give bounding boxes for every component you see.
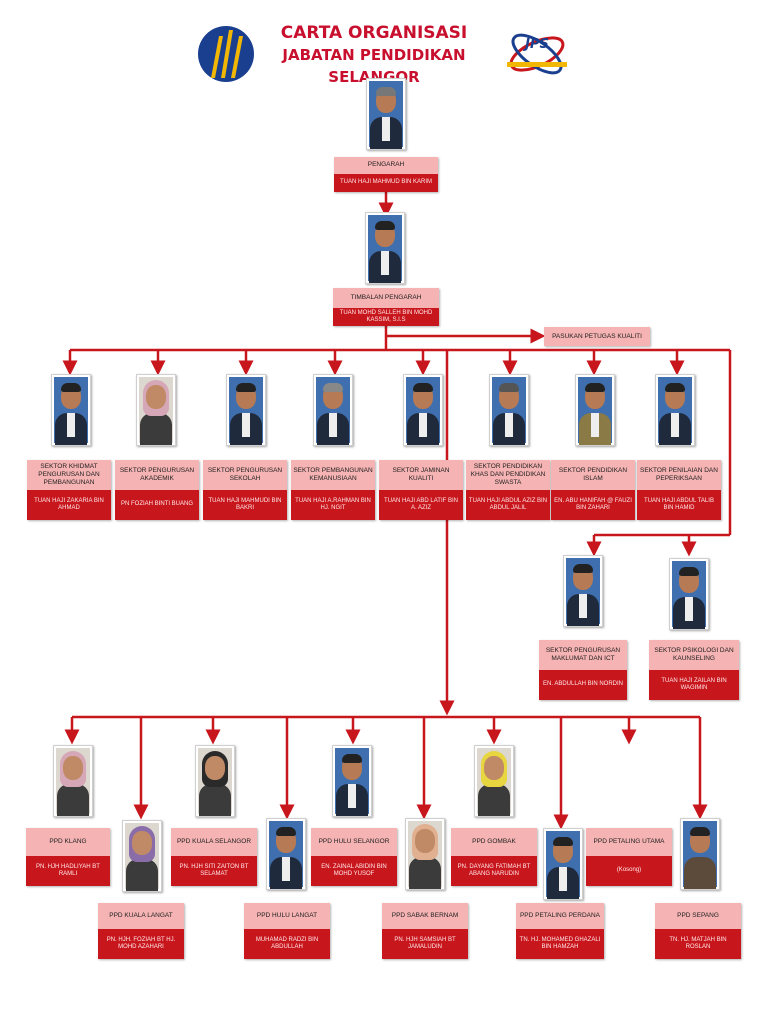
ppd-name: MUHAMAD RADZI BIN ABDULLAH <box>244 929 330 959</box>
pengarah-box: PENGARAH TUAN HAJI MAHMUD BIN KARIM <box>334 157 438 192</box>
ppd-petaling-perdana-box: PPD PETALING PERDANA TN. HJ. MOHAMED GHA… <box>516 903 604 959</box>
sector-name: TUAN HAJI MAHMUDI BIN BAKRI <box>203 490 287 520</box>
ppd-gombak-photo <box>474 745 514 817</box>
sector-4-photo <box>313 374 353 446</box>
timbalan-box: TIMBALAN PENGARAH TUAN MOHD SALLEH BIN M… <box>333 288 439 326</box>
timbalan-title: TIMBALAN PENGARAH <box>333 288 439 308</box>
ppd-title: PPD HULU LANGAT <box>244 903 330 929</box>
pengarah-photo <box>366 78 406 150</box>
ppd-title: PPD KLANG <box>26 828 110 856</box>
ppd-gombak-box: PPD GOMBAK PN. DAYANG FATIMAH BT ABANG N… <box>451 828 537 886</box>
timbalan-name: TUAN MOHD SALLEH BIN MOHD KASSIM, S.I.S <box>333 308 439 326</box>
sector-2-box: SEKTOR PENGURUSAN AKADEMIK PN FOZIAH BIN… <box>115 460 199 520</box>
ppd-hulu-langat-photo <box>266 818 306 890</box>
ppd-title: PPD SABAK BERNAM <box>382 903 468 929</box>
sector-7-box: SEKTOR PENDIDIKAN ISLAM EN. ABU HANIFAH … <box>551 460 635 520</box>
ppd-name: PN. HJH SAMSIAH BT JAMALUDIN <box>382 929 468 959</box>
title-line-1: CARTA ORGANISASI <box>280 23 468 43</box>
sector-psikologi-photo <box>669 558 709 630</box>
sector-ict-box: SEKTOR PENGURUSAN MAKLUMAT DAN ICT EN. A… <box>539 640 627 700</box>
pasukan-petugas-kualiti: PASUKAN PETUGAS KUALITI <box>544 327 650 346</box>
timbalan-photo <box>365 212 405 284</box>
sector-name: EN. ABDULLAH BIN NORDIN <box>539 670 627 700</box>
ppd-name: PN. HJH SITI ZAITON BT SELAMAT <box>171 856 257 886</box>
sector-6-box: SEKTOR PENDIDIKAN KHAS DAN PENDIDIKAN SW… <box>466 460 550 520</box>
sector-name: PN FOZIAH BINTI BUANG <box>115 490 199 520</box>
ppd-sabak-bernam-box: PPD SABAK BERNAM PN. HJH SAMSIAH BT JAMA… <box>382 903 468 959</box>
sector-7-photo <box>575 374 615 446</box>
ppd-name: EN. ZAINAL ABIDIN BIN MOHD YUSOF <box>311 856 397 886</box>
ppd-sepang-box: PPD SEPANG TN. HJ. MATJAH BIN ROSLAN <box>655 903 741 959</box>
sector-title: SEKTOR JAMINAN KUALITI <box>379 460 463 490</box>
jps-logo-text: JPS <box>522 37 549 52</box>
ppd-name: TN. HJ. MATJAH BIN ROSLAN <box>655 929 741 959</box>
sector-3-box: SEKTOR PENGURUSAN SEKOLAH TUAN HAJI MAHM… <box>203 460 287 520</box>
sector-ict-photo <box>563 555 603 627</box>
sector-8-photo <box>655 374 695 446</box>
sector-title: SEKTOR KHIDMAT PENGURUSAN DAN PEMBANGUNA… <box>27 460 111 490</box>
ppd-name: PN. DAYANG FATIMAH BT ABANG NARUDIN <box>451 856 537 886</box>
sector-title: SEKTOR PENDIDIKAN KHAS DAN PENDIDIKAN SW… <box>466 460 550 490</box>
sector-name: TUAN HAJI ABDUL AZIZ BIN ABDUL JALIL <box>466 490 550 520</box>
sector-1-photo <box>51 374 91 446</box>
ppd-kuala-selangor-box: PPD KUALA SELANGOR PN. HJH SITI ZAITON B… <box>171 828 257 886</box>
ppd-sabak-bernam-photo <box>405 818 445 890</box>
sector-name: TUAN HAJI A.RAHMAN BIN HJ. NGIT <box>291 490 375 520</box>
sector-name: TUAN HAJI ABDUL TALIB BIN HAMID <box>637 490 721 520</box>
sector-name: TUAN HAJI ZAKARIA BIN AHMAD <box>27 490 111 520</box>
ppd-klang-photo <box>53 745 93 817</box>
page-title: CARTA ORGANISASI JABATAN PENDIDIKAN SELA… <box>258 22 490 88</box>
sector-name: TUAN HAJI ZAILAN BIN WAGIMIN <box>649 670 739 700</box>
ppd-name: (Kosong) <box>586 856 672 886</box>
sector-title: SEKTOR PEMBANGUNAN KEMANUSIAAN <box>291 460 375 490</box>
ppd-hulu-selangor-box: PPD HULU SELANGOR EN. ZAINAL ABIDIN BIN … <box>311 828 397 886</box>
ppd-title: PPD KUALA SELANGOR <box>171 828 257 856</box>
pengarah-name: TUAN HAJI MAHMUD BIN KARIM <box>334 174 438 192</box>
ppd-klang-box: PPD KLANG PN. HJH HADLIYAH BT RAMLI <box>26 828 110 886</box>
ppd-kuala-selangor-photo <box>195 745 235 817</box>
sector-5-photo <box>403 374 443 446</box>
sector-title: SEKTOR PENGURUSAN MAKLUMAT DAN ICT <box>539 640 627 670</box>
sector-8-box: SEKTOR PENILAIAN DAN PEPERIKSAAN TUAN HA… <box>637 460 721 520</box>
sector-name: EN. ABU HANIFAH @ FAUZI BIN ZAHARI <box>551 490 635 520</box>
sector-5-box: SEKTOR JAMINAN KUALITI TUAN HAJI ABD LAT… <box>379 460 463 520</box>
ppd-sepang-photo <box>680 818 720 890</box>
sector-1-box: SEKTOR KHIDMAT PENGURUSAN DAN PEMBANGUNA… <box>27 460 111 520</box>
ppd-kuala-langat-box: PPD KUALA LANGAT PN. HJH. FOZIAH BT HJ. … <box>98 903 184 959</box>
sector-6-photo <box>489 374 529 446</box>
ppd-petaling-perdana-photo <box>543 828 583 900</box>
ppd-title: PPD KUALA LANGAT <box>98 903 184 929</box>
sector-title: SEKTOR PENGURUSAN AKADEMIK <box>115 460 199 490</box>
sector-name: TUAN HAJI ABD LATIF BIN A. AZIZ <box>379 490 463 520</box>
sector-2-photo <box>136 374 176 446</box>
ppd-title: PPD PETALING PERDANA <box>516 903 604 929</box>
ppd-name: PN. HJH HADLIYAH BT RAMLI <box>26 856 110 886</box>
ppd-hulu-langat-box: PPD HULU LANGAT MUHAMAD RADZI BIN ABDULL… <box>244 903 330 959</box>
sector-title: SEKTOR PENGURUSAN SEKOLAH <box>203 460 287 490</box>
sector-title: SEKTOR PENDIDIKAN ISLAM <box>551 460 635 490</box>
pengarah-title: PENGARAH <box>334 157 438 174</box>
sector-title: SEKTOR PENILAIAN DAN PEPERIKSAAN <box>637 460 721 490</box>
ppd-title: PPD SEPANG <box>655 903 741 929</box>
ppd-kuala-langat-photo <box>122 820 162 892</box>
ppd-title: PPD HULU SELANGOR <box>311 828 397 856</box>
ppd-name: PN. HJH. FOZIAH BT HJ. MOHD AZAHARI <box>98 929 184 959</box>
sector-psikologi-box: SEKTOR PSIKOLOGI DAN KAUNSELING TUAN HAJ… <box>649 640 739 700</box>
jps-logo: JPS <box>505 18 570 92</box>
sector-title: SEKTOR PSIKOLOGI DAN KAUNSELING <box>649 640 739 670</box>
ppd-title: PPD PETALING UTAMA <box>586 828 672 856</box>
ppd-hulu-selangor-photo <box>332 745 372 817</box>
sector-4-box: SEKTOR PEMBANGUNAN KEMANUSIAAN TUAN HAJI… <box>291 460 375 520</box>
ppd-title: PPD GOMBAK <box>451 828 537 856</box>
ppd-petaling-utama-box: PPD PETALING UTAMA (Kosong) <box>586 828 672 886</box>
sector-3-photo <box>226 374 266 446</box>
kpm-logo <box>197 18 255 90</box>
ppd-name: TN. HJ. MOHAMED GHAZALI BIN HAMZAH <box>516 929 604 959</box>
